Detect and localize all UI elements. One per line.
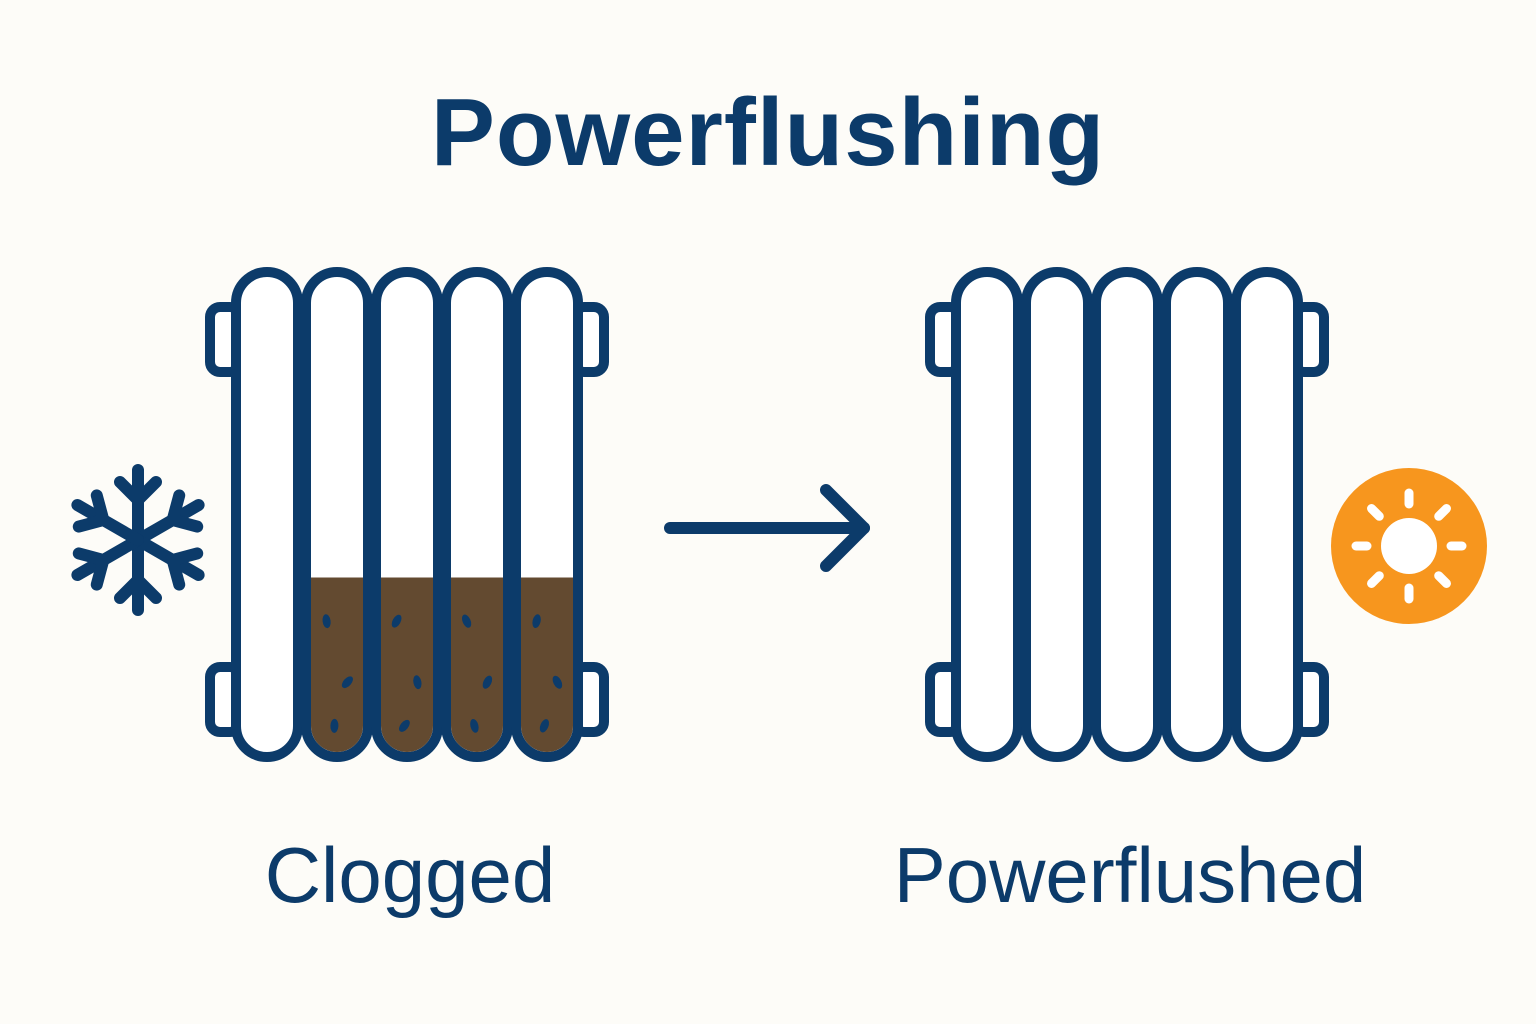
sludge-debris	[399, 719, 410, 732]
radiator-column	[1161, 267, 1233, 762]
sludge-debris	[539, 719, 549, 733]
label-powerflushed: Powerflushed	[893, 831, 1367, 919]
sludge-debris	[413, 675, 422, 690]
sludge-debris	[391, 614, 402, 628]
sludge-debris	[341, 676, 353, 689]
radiator-powerflushed	[925, 267, 1329, 762]
radiator-column	[1091, 267, 1163, 762]
sludge-debris	[330, 718, 339, 733]
sludge-debris	[322, 614, 331, 629]
radiator-clogged	[205, 267, 609, 762]
label-clogged: Clogged	[264, 831, 556, 919]
sludge-debris	[552, 675, 563, 689]
radiator-column	[1231, 267, 1303, 762]
radiator-column	[1021, 267, 1093, 762]
sun-icon	[1331, 468, 1487, 624]
snowflake-icon	[68, 464, 207, 610]
sludge-debris	[482, 675, 493, 689]
arrow-right-icon	[664, 484, 870, 572]
sludge-debris	[470, 718, 479, 733]
sludge-debris	[532, 614, 541, 629]
diagram-title: Powerflushing	[430, 79, 1106, 186]
radiator-column	[951, 267, 1023, 762]
sludge-debris	[461, 614, 472, 628]
radiator-column	[231, 267, 303, 762]
